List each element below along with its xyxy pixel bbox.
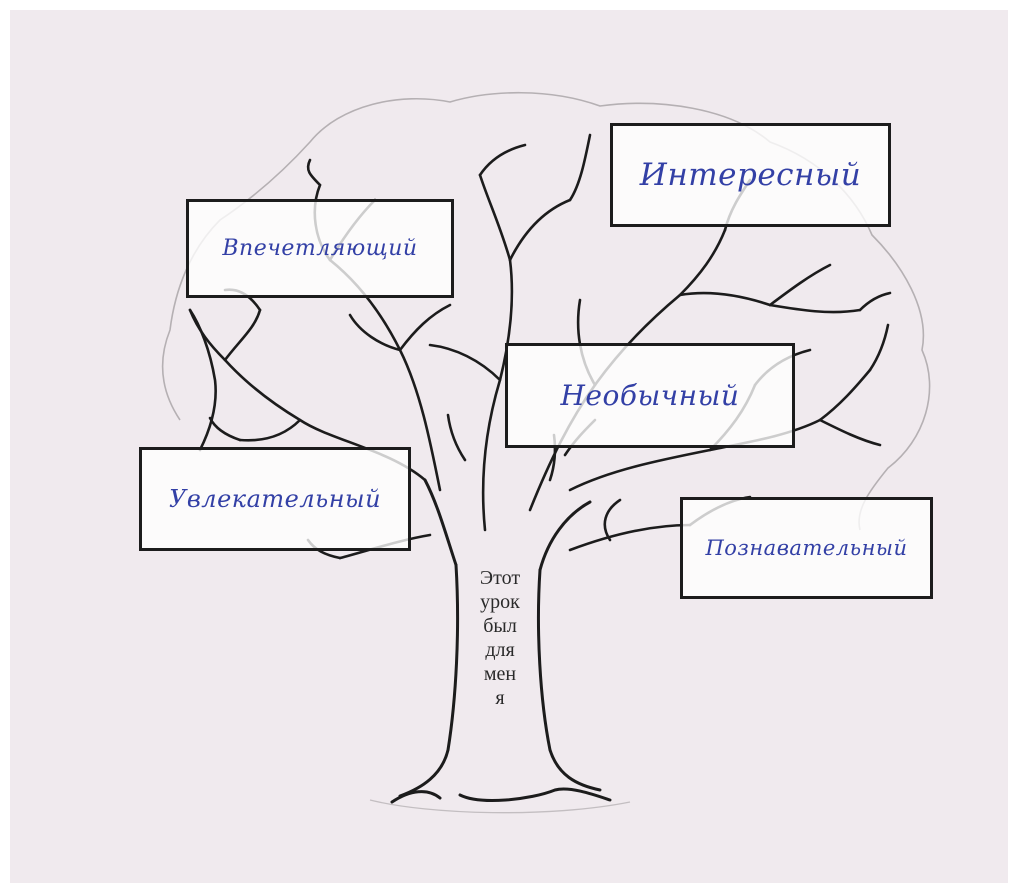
word-card-2: Впечетляющий — [186, 199, 454, 298]
word-card-4-text: Увлекательный — [168, 485, 382, 513]
trunk-ground-pencil — [369, 799, 631, 814]
trunk-caption-line-1: Этот — [479, 567, 521, 589]
word-card-3-text: Необычный — [560, 379, 740, 412]
word-card-5: Познавательный — [680, 497, 933, 599]
trunk-caption-line-3: был — [483, 615, 517, 637]
word-card-1: Интересный — [610, 123, 891, 227]
trunk-caption-line-4: для — [485, 639, 515, 661]
tree-trunk — [390, 478, 612, 804]
word-card-3: Необычный — [505, 343, 795, 448]
word-card-5-text: Познавательный — [705, 536, 908, 560]
word-card-4: Увлекательный — [139, 447, 411, 551]
trunk-caption-line-5: мен — [483, 663, 517, 685]
word-card-2-text: Впечетляющий — [222, 236, 418, 261]
trunk-caption-line-6: я — [495, 687, 505, 709]
worksheet-page: Интересный Впечетляющий Необычный Увлека… — [10, 10, 1008, 883]
trunk-caption-line-2: урок — [480, 591, 520, 613]
trunk-caption: Этот урок был для мен я — [465, 566, 535, 710]
word-card-1-text: Интересный — [639, 157, 862, 193]
